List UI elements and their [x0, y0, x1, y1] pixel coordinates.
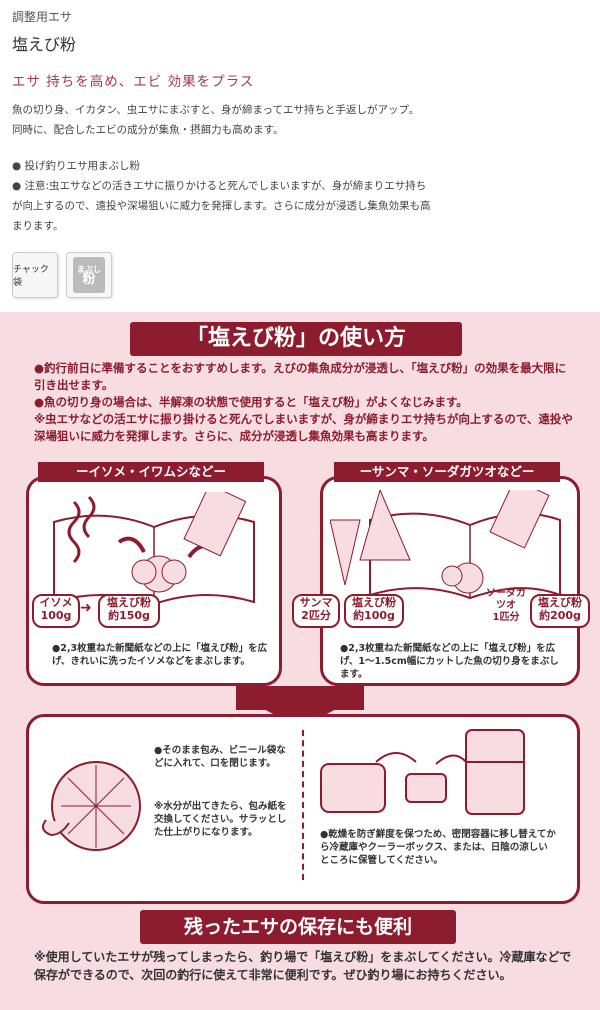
fish-book-illustration	[330, 490, 561, 600]
wrapped-bundle-illustration	[41, 761, 141, 851]
howto-point: ●魚の切り身の場合は、半解凍の状態で使用すると「塩えび粉」がよくなじみます。	[34, 395, 468, 409]
powder-name: 塩えび粉	[538, 596, 582, 609]
powder-amount: 約100g	[353, 609, 395, 622]
powder-name: 塩えび粉	[352, 596, 396, 609]
bait-amount: 2匹分	[301, 609, 331, 622]
storage-text: ※使用していたエサが残ってしまったら、釣り場で「塩えび粉」をまぶしてください。冷…	[34, 950, 572, 982]
howto-points: ●釣行前日に準備することをおすすめします。えびの集魚成分が浸透し、「塩えび粉」の…	[34, 360, 574, 445]
bottom-note-1: ●そのまま包み、ビニール袋などに入れて、口を閉じます。	[154, 745, 286, 769]
powder-amount-sanma: 塩えび粉約100g	[344, 594, 404, 628]
storage-illustration	[320, 729, 525, 815]
bullet-list: ● 投げ釣りエサ用まぶし粉 ● 注意:虫エサなどの活きエサに振りかけると死んでし…	[12, 156, 432, 236]
product-header: 調整用エサ 塩えび粉 エサ 持ちを高め、エビ 効果をプラス 魚の切り身、イカタン…	[0, 0, 600, 298]
mabushi-powder-icon: まぶし粉	[66, 252, 112, 298]
bullet-item: ● 投げ釣りエサ用まぶし粉	[12, 160, 140, 172]
left-panel-tag: ーイソメ・イワムシなどー	[38, 462, 264, 482]
bait-name: イソメ	[39, 596, 73, 609]
storage-title: 残ったエサの保存にも便利	[140, 910, 456, 944]
product-title: 塩えび粉	[12, 35, 77, 54]
powder-amount-soda: 塩えび粉約200g	[530, 594, 590, 628]
divider	[302, 730, 304, 880]
catchcopy: エサ 持ちを高め、エビ 効果をプラス	[12, 74, 255, 90]
powder-name: 塩えび粉	[107, 596, 151, 609]
howto-point: ※虫エサなどの活エサに振り掛けると死んでしまいますが、身が締まりエサ持ちが向上す…	[34, 412, 573, 443]
right-panel-note: ●2,3枚重ねた新聞紙などの上に「塩えび粉」を広げ、1〜1.5cm幅にカットした…	[340, 643, 559, 680]
powder-label: 粉	[82, 272, 96, 287]
left-panel-note: ●2,3枚重ねた新聞紙などの上に「塩えび粉」を広げ、きれいに洗ったイソメなどをま…	[52, 643, 268, 667]
bait-name: サンマ	[299, 596, 333, 609]
right-panel-tag: ーサンマ・ソーダガツオなどー	[334, 462, 560, 482]
chuck-bag-label: チャック袋	[13, 265, 49, 288]
powder-amount-left: 塩えび粉約150g	[98, 594, 160, 628]
bottom-note-2: ※水分が出てきたら、包み紙を交換してください。サラッとした仕上がりになります。	[154, 801, 287, 838]
category-label: 調整用エサ	[12, 10, 73, 24]
arrow-icon: ➜	[80, 600, 92, 616]
bait-name: ソーダガツオ	[486, 588, 526, 611]
feature-icons: チャック袋 まぶし粉	[12, 252, 588, 298]
howto-point: ●釣行前日に準備することをおすすめします。えびの集魚成分が浸透し、「塩えび粉」の…	[34, 361, 567, 392]
bullet-item: ● 注意:虫エサなどの活きエサに振りかけると死んでしまいますが、身が締まりエサ持…	[12, 180, 431, 232]
bait-amount: 1匹分	[492, 612, 520, 623]
powder-amount: 約150g	[108, 609, 150, 622]
product-description: 魚の切り身、イカタン、虫エサにまぶすと、身が締まってエサ持ちと手返しがアップ。同…	[12, 104, 420, 136]
howto-title: 「塩えび粉」の使い方	[130, 322, 462, 356]
mabushi-label: まぶし	[77, 265, 101, 274]
powder-amount: 約200g	[539, 609, 581, 622]
chuck-bag-icon: チャック袋	[12, 252, 58, 298]
bottom-note-3: ●乾燥を防ぎ鮮度を保つため、密閉容器に移し替えてから冷蔵庫やクーラーボックス、ま…	[320, 829, 556, 866]
bait-amount: 100g	[40, 609, 72, 622]
